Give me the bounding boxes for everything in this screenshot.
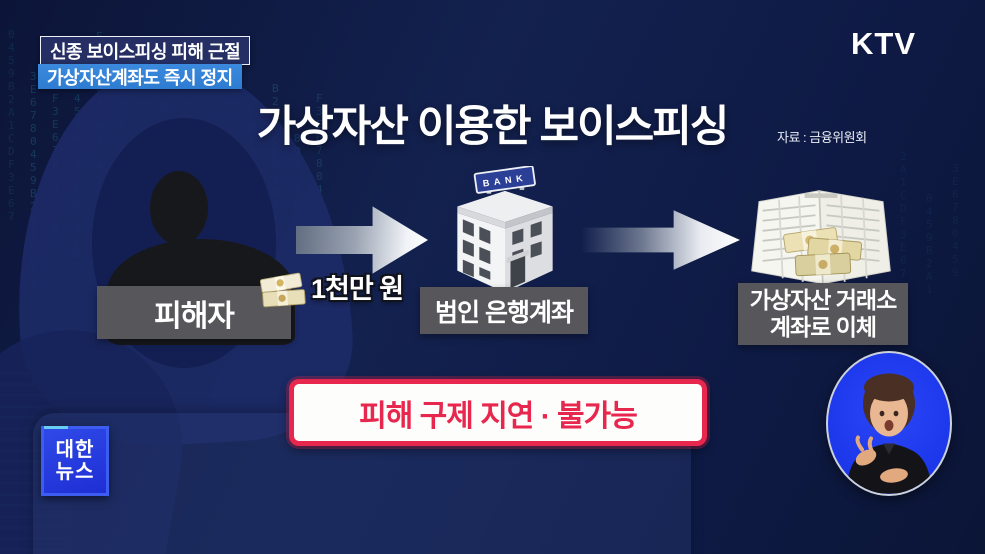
victim-label-text: 피해자 [154, 299, 235, 333]
transfer-amount: 1천만 원 [311, 274, 404, 304]
channel-logo: KTV [851, 26, 916, 61]
sign-language-interpreter [826, 351, 952, 496]
headline-banner-bottom-text: 가상자산계좌도 즉시 정지 [47, 67, 233, 88]
warning-stamp-text: 피해 구제 지연 · 불가능 [359, 399, 638, 433]
program-logo-line1: 대한 [55, 439, 95, 461]
headline-banner-top: 신종 보이스피싱 피해 근절 [40, 36, 251, 65]
matrix-glyph-column: 0 4 5 9 B 2 A 1 C D F 3 E 6 7 [8, 28, 15, 223]
victim-label: 피해자 [97, 286, 291, 339]
bank-account-label-text: 범인 은행계좌 [435, 298, 574, 327]
interpreter-figure-icon [846, 373, 932, 494]
headline-banner-top-text: 신종 보이스피싱 피해 근절 [50, 41, 241, 62]
exchange-label-line1: 가상자산 거래소 [749, 287, 898, 313]
person-silhouette-icon [150, 171, 208, 245]
exchange-account-label: 가상자산 거래소 계좌로 이체 [738, 283, 908, 345]
program-logo: 대한 뉴스 [41, 426, 109, 496]
logo-accent-mark [44, 426, 68, 429]
warning-stamp: 피해 구제 지연 · 불가능 [289, 379, 707, 446]
headline-banner-bottom: 가상자산계좌도 즉시 정지 [38, 64, 242, 89]
matrix-glyph-column: 2 A 1 C D F 3 E 6 7 [900, 150, 907, 280]
bank-building-icon: BANK [457, 166, 553, 293]
bank-account-label: 범인 은행계좌 [420, 287, 588, 334]
exchange-label-line2: 계좌로 이체 [769, 314, 877, 340]
matrix-glyph-column: 0 4 5 9 B 2 A 1 [926, 192, 933, 296]
bankbook-money-icon [751, 190, 891, 285]
source-credit: 자료 : 금융위원회 [777, 130, 867, 145]
matrix-glyph-column: 3 E 6 7 8 0 4 5 9 [952, 162, 959, 279]
program-logo-line2: 뉴스 [55, 461, 95, 483]
money-stack-icon [259, 272, 306, 308]
infographic-title: 가상자산 이용한 보이스피싱 [256, 103, 730, 151]
